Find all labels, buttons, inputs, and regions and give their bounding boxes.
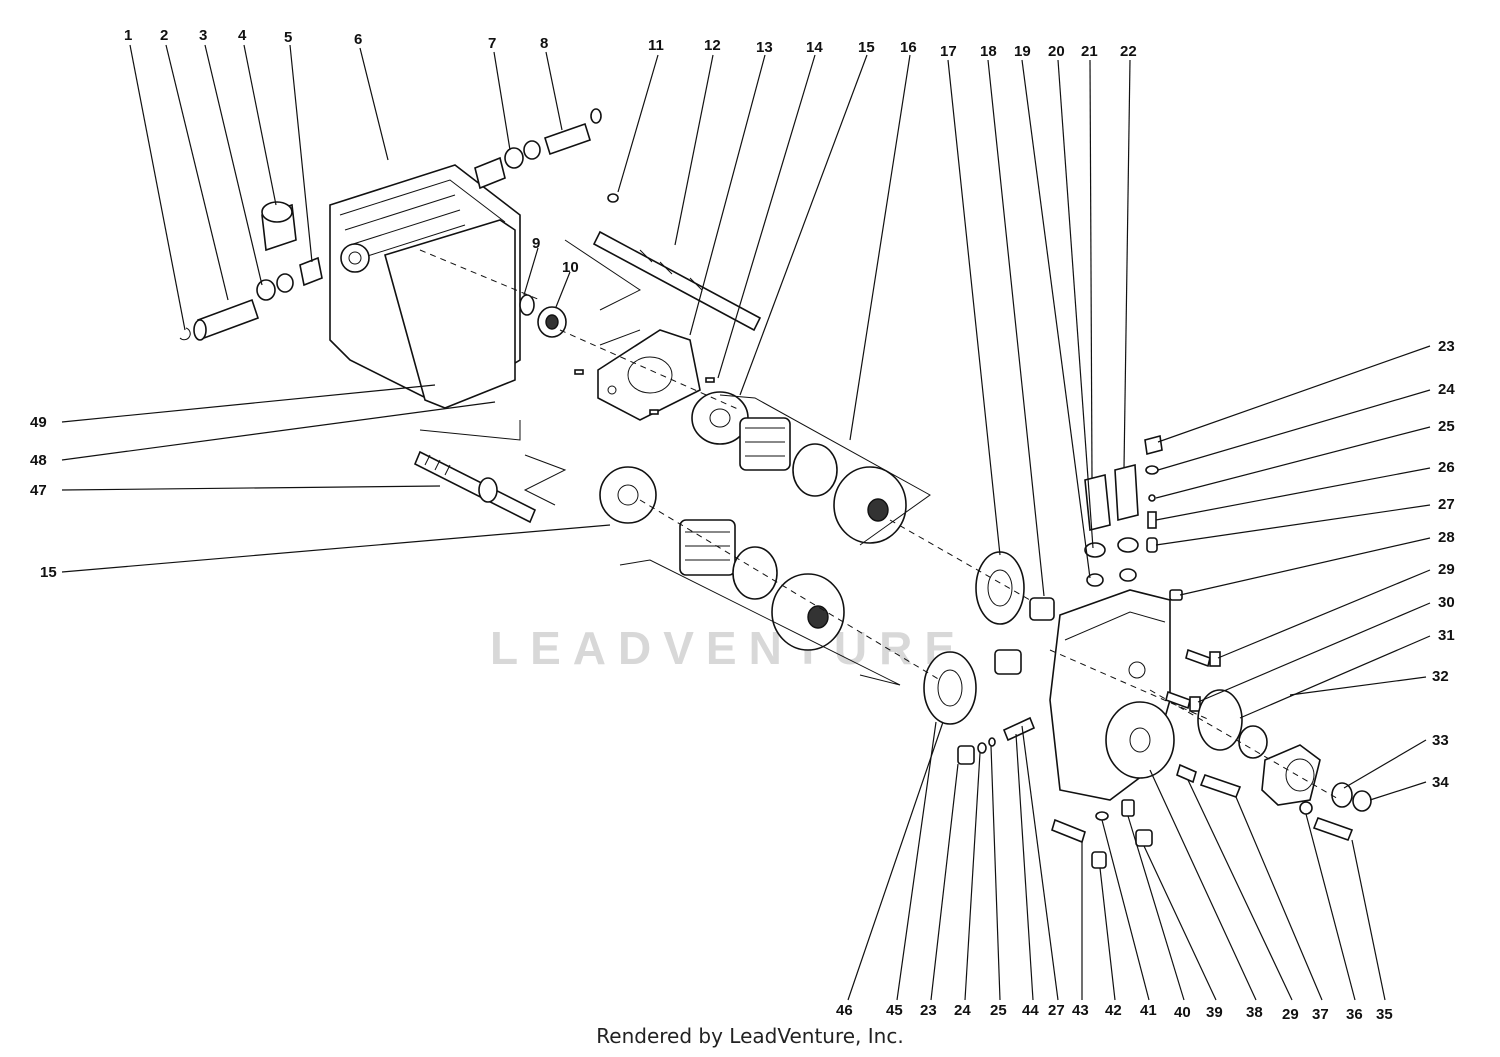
callout-4: 4 (238, 27, 247, 44)
upper-shaft-group (474, 108, 602, 190)
assembly-guides (419, 239, 1341, 801)
callout-47: 47 (30, 482, 47, 499)
output-shaft-part (413, 450, 537, 524)
center-section-part (1049, 589, 1175, 801)
callout-15-left: 15 (40, 564, 57, 581)
callout-23: 23 (1438, 338, 1455, 355)
callout-9: 9 (532, 235, 540, 252)
callout-32: 32 (1432, 668, 1449, 685)
charge-pump-group (1176, 689, 1372, 842)
callout-21: 21 (1081, 43, 1098, 60)
callout-3: 3 (199, 27, 207, 44)
callout-7: 7 (488, 35, 496, 52)
callout-19: 19 (1014, 43, 1031, 60)
callout-11: 11 (648, 37, 664, 54)
callout-15: 15 (858, 39, 875, 56)
callout-24: 24 (1438, 381, 1455, 398)
pump-cylinder-block (739, 417, 907, 544)
callout-27-bottom: 27 (1048, 1002, 1065, 1019)
callout-30: 30 (1438, 594, 1455, 611)
housing-part (329, 164, 521, 409)
callout-33: 33 (1432, 732, 1449, 749)
callout-27: 27 (1438, 496, 1455, 513)
callout-48: 48 (30, 452, 47, 469)
callouts-top: 1 2 3 4 5 6 7 8 11 12 13 14 15 16 17 18 … (124, 27, 1137, 60)
callout-29-bottom: 29 (1282, 1006, 1299, 1023)
callout-12: 12 (704, 37, 721, 54)
callout-18: 18 (980, 43, 997, 60)
callout-10: 10 (562, 259, 579, 276)
bottom-fittings-group (957, 716, 1153, 869)
callout-17: 17 (940, 43, 957, 60)
callout-25-bottom: 25 (990, 1002, 1007, 1019)
watermark-text: LEADVENTURE (490, 622, 967, 674)
callout-45: 45 (886, 1002, 903, 1019)
callout-1: 1 (124, 27, 132, 44)
callout-13: 13 (756, 39, 773, 56)
callout-42: 42 (1105, 1002, 1122, 1019)
bearing-part (519, 294, 567, 338)
callouts-right: 23 24 25 26 27 28 29 30 31 32 33 34 (1432, 338, 1455, 791)
callout-16: 16 (900, 39, 917, 56)
callouts-mid: 9 10 (532, 235, 579, 276)
callouts-bottom: 46 45 23 24 25 44 27 43 42 41 40 39 38 2… (836, 1002, 1393, 1023)
callout-39: 39 (1206, 1004, 1223, 1021)
leader-lines (61, 44, 1431, 1001)
callout-20: 20 (1048, 43, 1065, 60)
callout-38: 38 (1246, 1004, 1263, 1021)
callout-37: 37 (1312, 1006, 1329, 1023)
swashplate-part (574, 329, 715, 421)
callout-46: 46 (836, 1002, 853, 1019)
callouts-left: 49 48 47 15 (30, 414, 57, 581)
callout-6: 6 (354, 31, 362, 48)
callout-40: 40 (1174, 1004, 1191, 1021)
thrust-washer-part (599, 391, 749, 524)
callout-26: 26 (1438, 459, 1455, 476)
callout-49: 49 (30, 414, 47, 431)
callout-35: 35 (1376, 1006, 1393, 1023)
left-shaft-group (179, 201, 323, 341)
callout-36: 36 (1346, 1006, 1363, 1023)
relief-valve-group (1144, 434, 1183, 601)
valve-plate-part (923, 551, 1055, 725)
callout-14: 14 (806, 39, 823, 56)
callout-22: 22 (1120, 43, 1137, 60)
callout-23-bottom: 23 (920, 1002, 937, 1019)
callout-28: 28 (1438, 529, 1455, 546)
callout-43: 43 (1072, 1002, 1089, 1019)
callout-5: 5 (284, 29, 292, 46)
callout-44: 44 (1022, 1002, 1039, 1019)
callout-34: 34 (1432, 774, 1449, 791)
motor-cylinder-block (679, 519, 845, 651)
callout-2: 2 (160, 27, 168, 44)
input-shaft-part (592, 193, 762, 332)
check-valve-group (1084, 463, 1139, 587)
callout-8: 8 (540, 35, 548, 52)
callout-41: 41 (1140, 1002, 1157, 1019)
callout-29: 29 (1438, 561, 1455, 578)
callout-24-bottom: 24 (954, 1002, 971, 1019)
callout-31: 31 (1438, 627, 1455, 644)
footer-credit: Rendered by LeadVenture, Inc. (596, 1024, 904, 1048)
bolt-group (1165, 648, 1221, 712)
callout-25: 25 (1438, 418, 1455, 435)
